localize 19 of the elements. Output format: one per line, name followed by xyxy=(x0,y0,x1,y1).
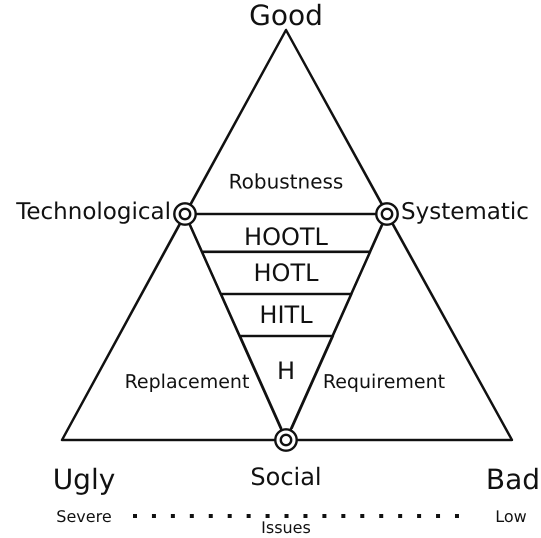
double-ring-icon xyxy=(274,428,298,452)
region-label: HOTL xyxy=(254,260,318,288)
region-label: H xyxy=(276,358,295,386)
double-ring-icon xyxy=(375,202,399,226)
region-label: Requirement xyxy=(322,372,446,394)
region-label: HITL xyxy=(259,302,313,330)
vertex-label: Systematic xyxy=(401,198,529,226)
vertex-label: Social xyxy=(250,464,322,492)
corner-label: Bad xyxy=(486,464,540,496)
corner-label: Good xyxy=(249,0,323,32)
region-label: HOOTL xyxy=(244,224,328,252)
scale-end-label: Low xyxy=(495,508,527,526)
region-label: Replacement xyxy=(124,372,250,394)
double-ring-icon xyxy=(173,202,197,226)
region-label: Robustness xyxy=(228,170,344,194)
corner-label: Ugly xyxy=(52,464,116,496)
vertex-label: Technological xyxy=(16,198,171,226)
scale-label: Issues xyxy=(261,518,311,538)
scale-end-label: Severe xyxy=(56,508,112,526)
